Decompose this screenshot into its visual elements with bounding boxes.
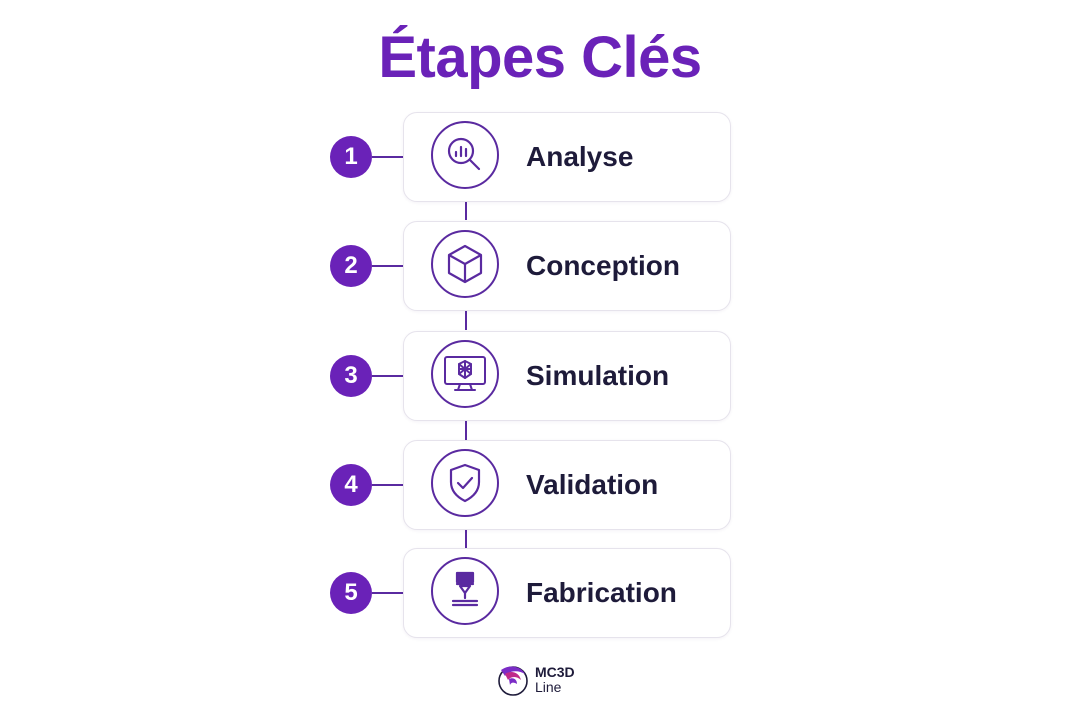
logo-text-line: Line (535, 679, 562, 695)
step-label: Validation (526, 469, 659, 500)
page-title: Étapes Clés (378, 25, 702, 90)
step-number-badge: 5 (330, 572, 372, 614)
step-label: Fabrication (526, 577, 677, 608)
step-number-badge: 1 (330, 136, 372, 178)
step-label: Analyse (526, 141, 634, 172)
step-card: Analyse (403, 112, 731, 202)
step-link-line (372, 265, 403, 267)
step-link-line (372, 375, 403, 377)
step-label: Simulation (526, 360, 670, 391)
monitor-mesh-icon (431, 340, 499, 408)
step-card: Simulation (403, 331, 731, 421)
step-link-line (372, 156, 403, 158)
step-link-line (372, 592, 403, 594)
step-simulation: 3 Simulation (0, 331, 1080, 421)
step-analyse: 1 Analyse (0, 112, 1080, 202)
shield-check-icon (431, 449, 499, 517)
step-conception: 2 Conception (0, 221, 1080, 311)
connector-line (465, 420, 467, 440)
connector-line (465, 310, 467, 330)
cube-icon (431, 230, 499, 298)
step-fabrication: 5 Fabrication (0, 548, 1080, 638)
step-card: Fabrication (403, 548, 731, 638)
magnifier-chart-icon (431, 121, 499, 189)
mc3d-logo: MC3D Line (495, 660, 595, 700)
step-card: Conception (403, 221, 731, 311)
connector-line (465, 200, 467, 220)
logo-text-mc3d: MC3D (535, 664, 575, 680)
connector-line (465, 529, 467, 549)
step-number-badge: 2 (330, 245, 372, 287)
step-validation: 4 Validation (0, 440, 1080, 530)
step-number-badge: 4 (330, 464, 372, 506)
step-label: Conception (526, 250, 680, 281)
printer-nozzle-icon (431, 557, 499, 625)
step-number-badge: 3 (330, 355, 372, 397)
step-link-line (372, 484, 403, 486)
logo-mark-icon (498, 666, 528, 696)
step-card: Validation (403, 440, 731, 530)
